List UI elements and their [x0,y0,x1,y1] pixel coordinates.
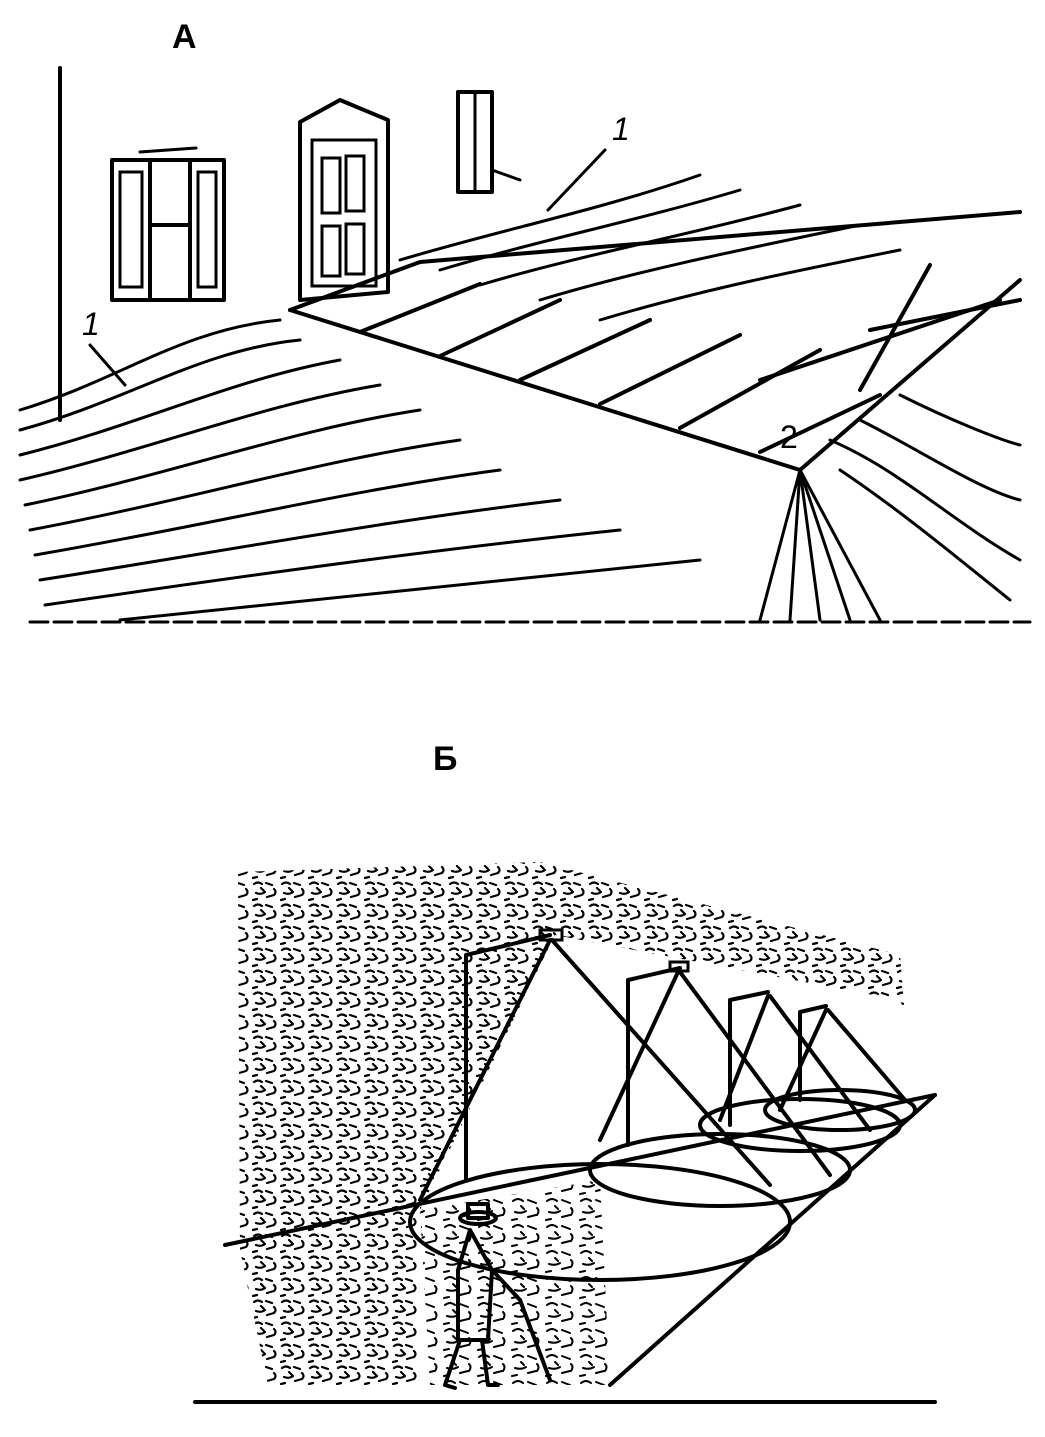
road-edge-near [608,1093,937,1387]
foreground-stipple [420,1180,610,1385]
panel-b-label: Б [433,740,458,778]
callout-1-top: 1 [612,111,630,147]
light-pool-4 [763,1088,917,1132]
callout-2: 2 [780,419,798,455]
light-pool-2 [588,1132,852,1208]
leader-line-top [546,148,607,212]
small-window [456,90,522,194]
callout-1-left: 1 [82,306,100,342]
door [298,98,390,302]
panel-a-drawing: 1 1 2 [18,66,1032,624]
streetlight-4 [763,1004,917,1132]
window [110,146,226,302]
panel-b-drawing [193,862,937,1404]
panel-a-label: А [172,18,197,56]
leader-line-left [88,343,127,387]
pedestrian-figure [443,1202,552,1390]
hatched-ground [18,173,1022,622]
paved-walkway [288,210,1022,472]
road-edge-far [223,1093,937,1247]
light-pool-1 [408,1162,792,1282]
streetlight-2 [588,960,852,1208]
